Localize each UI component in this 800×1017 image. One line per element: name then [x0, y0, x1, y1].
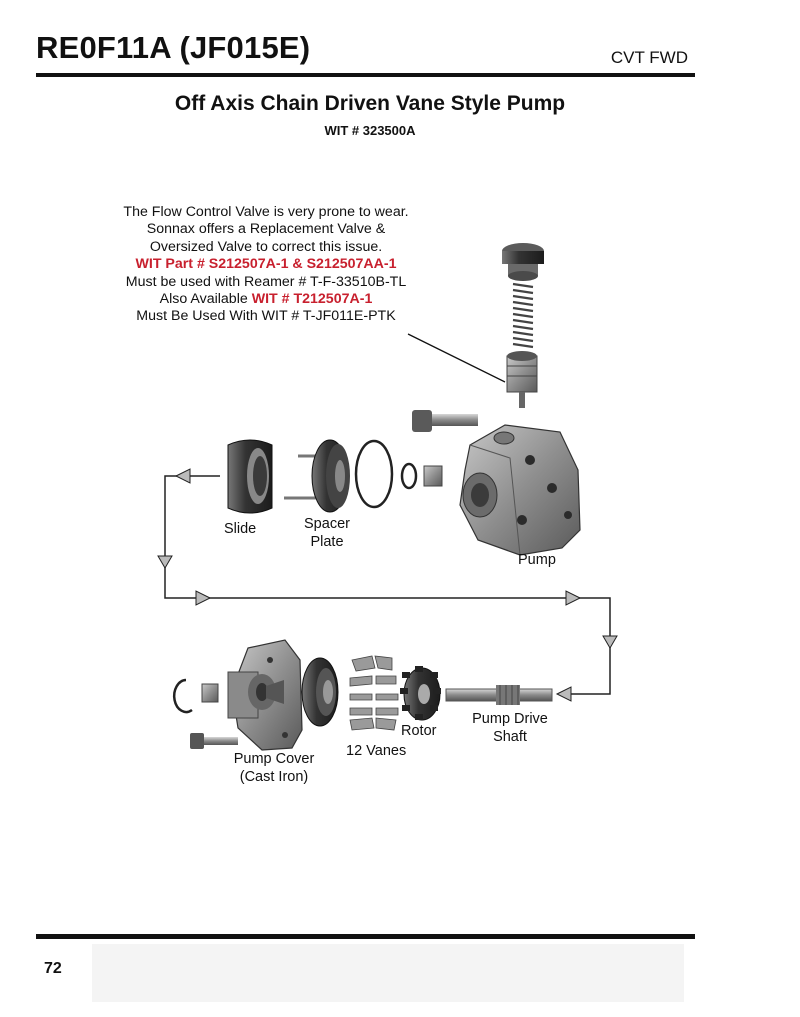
label-line: Spacer	[304, 516, 350, 532]
note-line: The Flow Control Valve is very prone to …	[123, 204, 409, 220]
slide	[227, 439, 273, 514]
document-title: RE0F11A (JF015E)	[36, 30, 311, 65]
label-spacer-plate: Spacer Plate	[297, 515, 357, 551]
arrow-down-icon	[157, 555, 173, 569]
header-rule	[36, 73, 695, 77]
note-line: Sonnax offers a Replacement Valve &	[146, 221, 386, 238]
pump-body	[459, 424, 581, 556]
pump-bolt	[412, 410, 478, 432]
o-ring-large	[354, 439, 394, 509]
label-line: Shaft	[493, 729, 527, 745]
footer-panel	[92, 944, 684, 1002]
pump-drive-shaft	[445, 685, 553, 705]
label-pump: Pump	[518, 552, 556, 568]
arrow-down-icon	[602, 635, 618, 649]
arrow-right-icon	[195, 590, 212, 606]
footer-rule	[36, 934, 695, 939]
document-category: CVT FWD	[610, 48, 688, 67]
leader-line	[407, 333, 506, 383]
label-rotor: Rotor	[401, 723, 437, 739]
flow-control-valve-note: The Flow Control Valve is very prone to …	[96, 204, 436, 326]
plug	[423, 465, 443, 487]
label-line: (Cast Iron)	[239, 769, 309, 785]
o-ring-small	[400, 462, 418, 490]
label-line: Pump Drive	[472, 711, 548, 727]
vanes	[349, 655, 399, 731]
cover-bolt	[190, 733, 238, 749]
rotor	[400, 666, 441, 721]
label-pump-drive-shaft: Pump Drive Shaft	[464, 710, 556, 746]
label-slide: Slide	[224, 521, 257, 537]
label-vanes: 12 Vanes	[346, 743, 407, 759]
label-line: Plate	[310, 534, 344, 550]
note-part-number: WIT Part # S212507A-1 & S212507AA-1	[135, 256, 397, 273]
note-line: Oversized Valve to correct this issue.	[149, 238, 383, 255]
snap-ring	[172, 678, 193, 714]
note-line: Must be used with Reamer # T-F-33510B-TL	[125, 273, 407, 290]
note-text: Also Available	[159, 291, 252, 308]
note-part-number: WIT # T212507A-1	[251, 291, 373, 308]
arrow-left-icon	[174, 468, 191, 484]
arrow-right-icon	[565, 590, 582, 606]
arrow-icons	[157, 468, 618, 702]
spring-icon	[512, 282, 534, 349]
note-line: Also Available WIT # T212507A-1	[96, 291, 436, 308]
section-subtitle: WIT # 323500A	[324, 123, 416, 138]
cam-ring	[301, 657, 339, 727]
spacer-plate	[284, 439, 350, 513]
assembly-flow-lines	[164, 475, 611, 695]
arrow-left-icon	[555, 686, 572, 702]
page-number: 72	[44, 960, 62, 977]
label-line: Pump Cover	[233, 751, 315, 767]
note-line: Must Be Used With WIT # T-JF011E-PTK	[136, 308, 396, 325]
flow-control-valve	[502, 243, 544, 408]
section-title: Off Axis Chain Driven Vane Style Pump	[174, 92, 566, 115]
pump-cover	[227, 639, 303, 751]
label-pump-cover: Pump Cover (Cast Iron)	[228, 750, 320, 786]
bushing	[201, 683, 219, 703]
